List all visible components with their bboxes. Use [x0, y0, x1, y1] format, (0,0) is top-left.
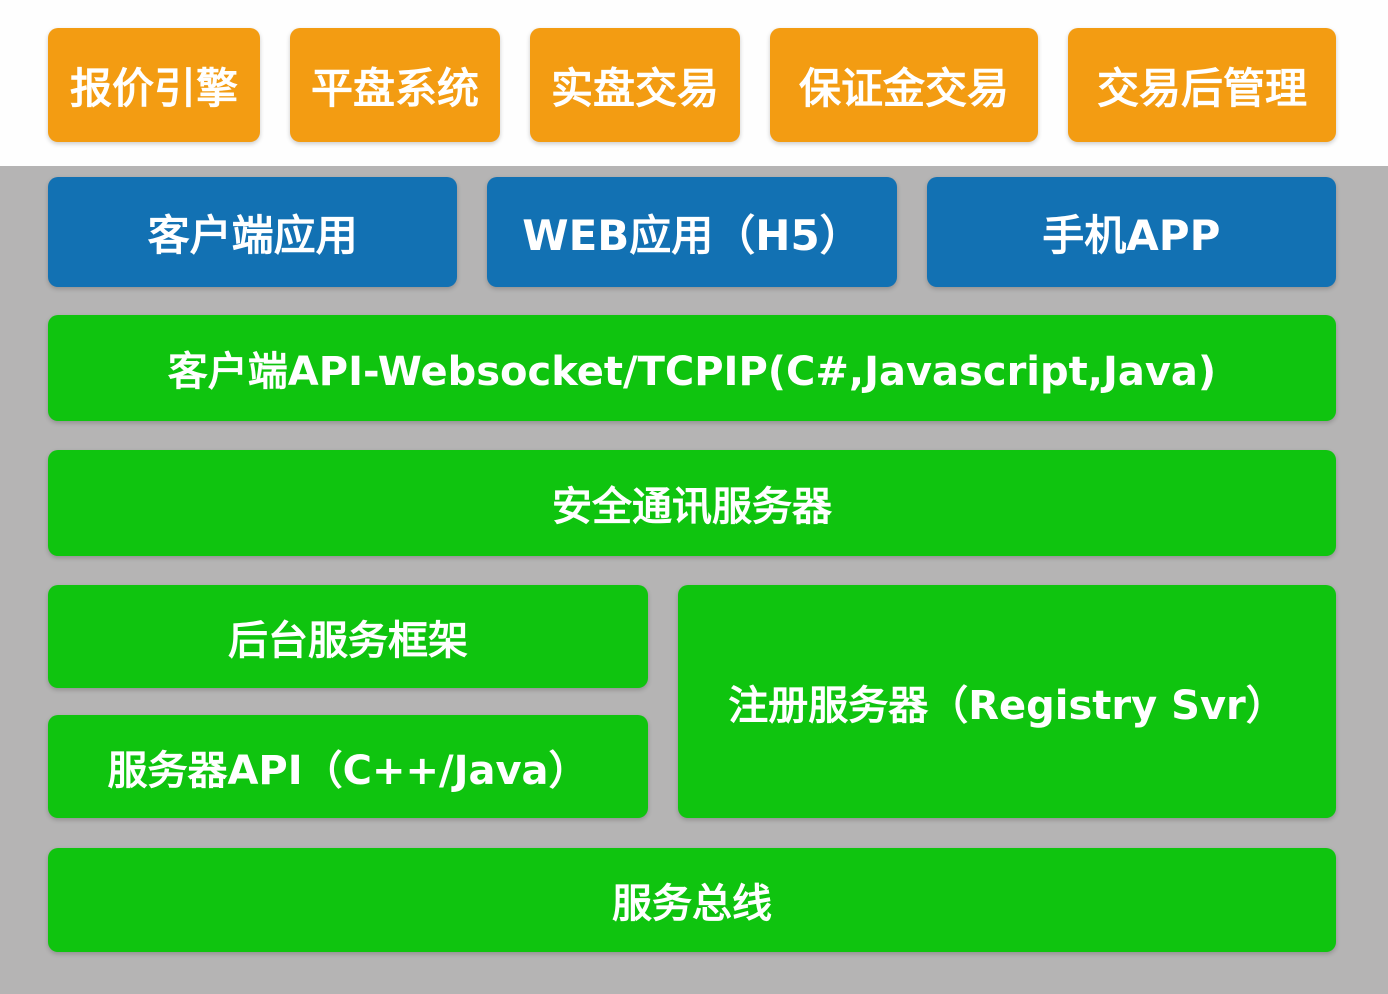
module-label: 平盘系统: [310, 63, 479, 113]
module-label: 交易后管理: [1096, 63, 1307, 113]
registry-server-box: 注册服务器（Registry Svr）: [678, 585, 1336, 818]
mobile-app-box: 手机APP: [926, 177, 1336, 287]
client-app-box: 客户端应用: [48, 177, 458, 287]
client-api-layer-box: 客户端API-Websocket/TCPIP(C#,Javascript,Jav…: [48, 315, 1336, 421]
module-box-live-trading: 实盘交易: [530, 28, 740, 142]
web-app-box: WEB应用（H5）: [487, 177, 897, 287]
module-label: 报价引擎: [69, 63, 238, 113]
backend-framework-box: 后台服务框架: [48, 585, 648, 688]
service-tier-row: 后台服务框架 服务器API（C++/Java） 注册服务器（Registry S…: [48, 585, 1336, 818]
layer-label: 服务器API（C++/Java）: [107, 747, 589, 794]
module-box-post-trade: 交易后管理: [1068, 28, 1336, 142]
secure-comm-server-layer-box: 安全通讯服务器: [48, 450, 1336, 556]
layer-label: 后台服务框架: [228, 617, 468, 664]
layer-label: 客户端API-Websocket/TCPIP(C#,Javascript,Jav…: [167, 349, 1217, 395]
module-box-margin-trading: 保证金交易: [770, 28, 1038, 142]
layer-label: 注册服务器（Registry Svr）: [728, 682, 1286, 729]
client-tier-row: 客户端应用 WEB应用（H5） 手机APP: [48, 177, 1336, 287]
layer-label: 安全通讯服务器: [552, 484, 832, 530]
module-label: 实盘交易: [550, 63, 719, 113]
layer-label: 服务总线: [612, 881, 772, 927]
module-box-quote-engine: 报价引擎: [48, 28, 260, 142]
client-tier-label: WEB应用（H5）: [522, 210, 862, 260]
client-tier-label: 客户端应用: [147, 210, 358, 260]
top-module-row: 报价引擎 平盘系统 实盘交易 保证金交易 交易后管理: [48, 28, 1336, 142]
module-label: 保证金交易: [798, 63, 1009, 113]
client-tier-label: 手机APP: [1042, 210, 1221, 260]
service-tier-left-column: 后台服务框架 服务器API（C++/Java）: [48, 585, 648, 818]
server-api-box: 服务器API（C++/Java）: [48, 715, 648, 818]
module-box-netting-system: 平盘系统: [290, 28, 500, 142]
service-bus-layer-box: 服务总线: [48, 848, 1336, 952]
